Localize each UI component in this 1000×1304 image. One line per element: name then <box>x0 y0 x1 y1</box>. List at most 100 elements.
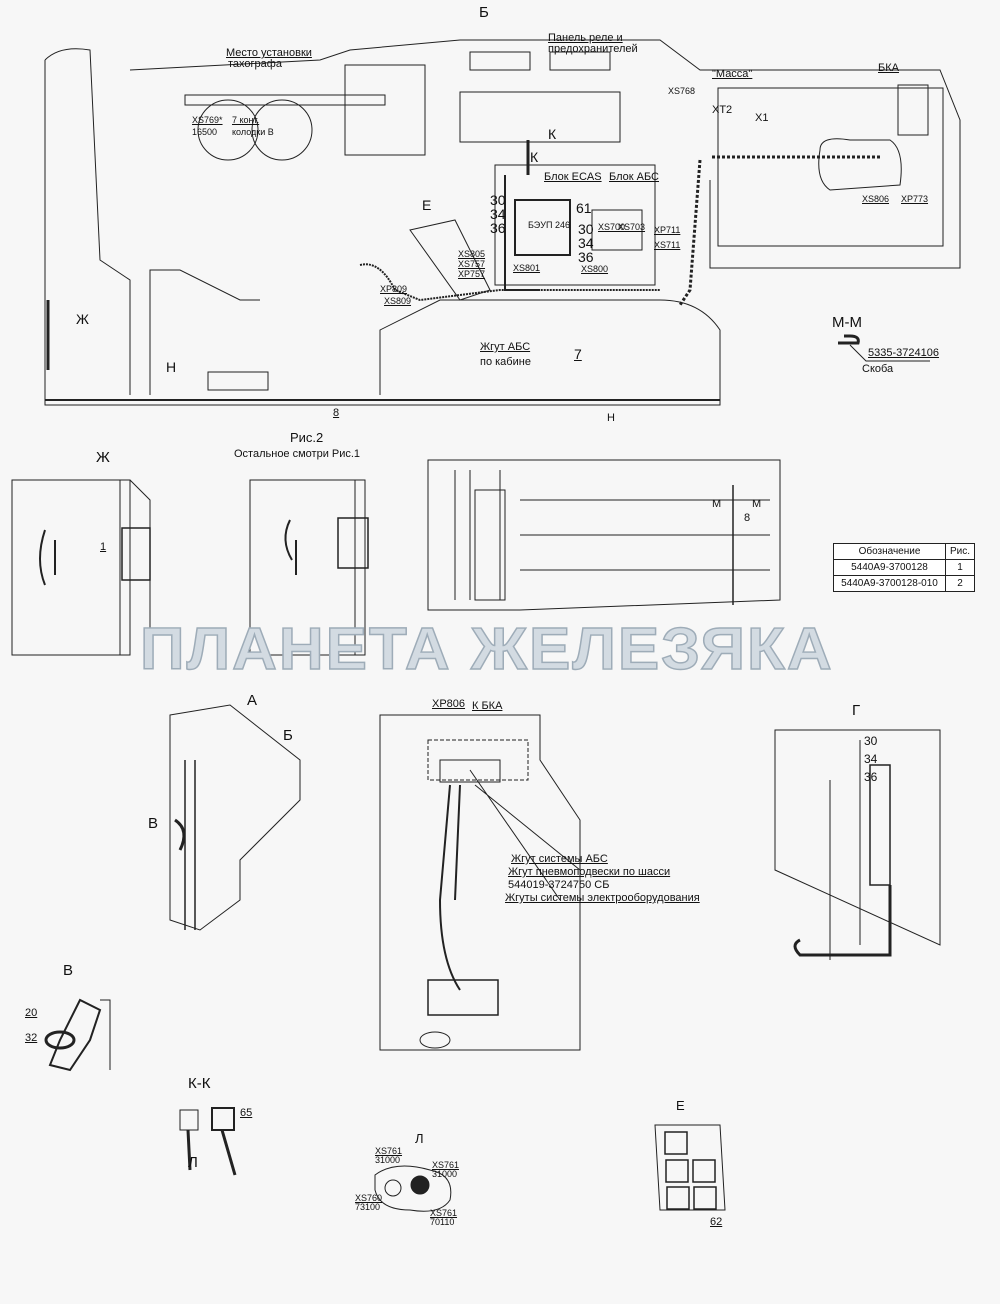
view-g-30: 30 <box>864 734 878 748</box>
right-num-34: 34 <box>578 235 594 251</box>
view-n-m2: М <box>752 498 762 510</box>
view-v-20: 20 <box>25 1007 38 1019</box>
xs769-code: 16500 <box>192 127 218 137</box>
xs700-label: XS700 <box>598 222 626 232</box>
chassis-label-abs: Жгут системы АБС <box>511 853 608 865</box>
l-conn-4-code: 70110 <box>430 1217 455 1227</box>
xp711-label: XP711 <box>654 225 681 235</box>
mm-part-number: 5335-3724106 <box>868 347 939 359</box>
fig2-title: Рис.2 <box>290 430 324 445</box>
view-n-drawing <box>427 459 781 611</box>
row-figure: 1 <box>945 559 975 576</box>
chassis-label-pneumatic: Жгут пневмоподвески по шасси <box>508 866 671 878</box>
xs806-label: XS806 <box>862 194 890 204</box>
xs805-label: XS805 <box>458 249 486 259</box>
right-num-36: 36 <box>578 249 594 265</box>
view-l-drawing <box>374 1165 452 1212</box>
relay-panel-label: Панель реле и <box>548 32 623 44</box>
view-kk-drawing <box>179 1107 237 1176</box>
tacho-place-label-2: тахографа <box>228 58 282 70</box>
view-v-drawing <box>44 998 111 1072</box>
view-g-34: 34 <box>864 752 878 766</box>
view-a-drawing <box>169 704 301 931</box>
view-zh-marker: Ж <box>76 311 89 327</box>
view-n-title: Н <box>607 412 615 424</box>
xs809-label: XS809 <box>384 296 412 306</box>
view-n-m1: М <box>712 498 722 510</box>
xs703-label: XS703 <box>618 222 646 232</box>
watermark: ПЛАНЕТА ЖЕЛЕЗЯКА <box>139 616 834 683</box>
view-l-title: Л <box>415 1131 424 1146</box>
xp806-label: XP806 <box>432 698 466 710</box>
x1-label: X1 <box>755 112 769 124</box>
view-e-drawing <box>654 1124 726 1211</box>
view-a-b-marker: Б <box>283 727 293 744</box>
xp757-label: XP757 <box>458 269 486 279</box>
abs-harness-label-2: по кабине <box>480 356 531 368</box>
l-conn-2: XS761 <box>432 1160 460 1170</box>
ecas-unit-label: БЭУП 246 <box>528 220 570 230</box>
view-kk-l-marker: Л <box>188 1154 198 1171</box>
view-n-marker: Н <box>166 359 177 375</box>
left-num-34: 34 <box>490 206 506 222</box>
bracket-symbol <box>838 334 860 345</box>
header-designation: Обозначение <box>833 543 946 560</box>
view-kk-65: 65 <box>240 1107 253 1119</box>
abs-harness-label: Жгут АБС <box>480 341 531 353</box>
view-e-62: 62 <box>710 1216 723 1228</box>
xs768-label: XS768 <box>668 86 696 96</box>
view-b-label: Б <box>479 4 489 21</box>
row-designation: 5440A9-3700128-010 <box>833 575 946 592</box>
chassis-label-part: 544019-3724750 СБ <box>508 879 610 891</box>
table-row: 5440A9-3700128-010 2 <box>833 575 975 592</box>
massa-label: "Масса" <box>712 68 753 80</box>
l-conn-1: XS761 <box>375 1146 403 1156</box>
xs801-label: XS801 <box>513 263 541 273</box>
view-g-drawing <box>774 729 941 960</box>
ecas-block-label: Блок ECAS <box>544 171 602 183</box>
xs800-label: XS800 <box>581 264 609 274</box>
xs757-label: XS757 <box>458 259 486 269</box>
chassis-drawing <box>379 714 581 1051</box>
l-conn-3: XS760 <box>355 1193 383 1203</box>
view-zh-drawing <box>11 479 151 656</box>
chassis-label-electrical: Жгуты системы электрооборудования <box>505 892 700 904</box>
num-61: 61 <box>576 200 592 216</box>
relay-panel-label-2: предохранителей <box>548 43 638 55</box>
view-zh-title: Ж <box>96 449 110 466</box>
num-8: 8 <box>333 407 340 419</box>
section-k-label: К <box>548 126 557 142</box>
spec-table: Обозначение Рис. 5440A9-3700128 1 5440A9… <box>833 543 975 592</box>
view-v-32: 32 <box>25 1032 38 1044</box>
view-a-v-marker: В <box>148 815 159 832</box>
view-n-8: 8 <box>744 512 751 524</box>
mm-part-name: Скоба <box>862 363 894 375</box>
pins7-label: 7 конт. <box>232 115 260 125</box>
left-num-36: 36 <box>490 220 506 236</box>
view-g-title: Г <box>852 702 861 719</box>
left-num-30: 30 <box>490 192 506 208</box>
abs-block-label: Блок АБС <box>609 171 659 183</box>
section-k-label-2: К <box>530 149 539 165</box>
mm-title: М-М <box>832 314 862 331</box>
l-conn-4: XS761 <box>430 1208 458 1218</box>
fig2-note: Остальное смотри Рис.1 <box>234 448 361 460</box>
view-e-title: Е <box>676 1098 685 1113</box>
l-conn-2-code: 31000 <box>432 1169 458 1179</box>
xp773-label: XP773 <box>901 194 929 204</box>
view-e-marker: Е <box>422 197 432 213</box>
table-header-row: Обозначение Рис. <box>833 543 975 560</box>
l-conn-3-code: 73100 <box>355 1202 381 1212</box>
view-g-36: 36 <box>864 770 878 784</box>
pins7-label-2: колодки В <box>232 127 274 137</box>
bka-label: БКА <box>878 62 899 74</box>
view-kk-title: К-К <box>188 1075 211 1092</box>
l-conn-1-code: 31000 <box>375 1155 401 1165</box>
table-row: 5440A9-3700128 1 <box>833 559 975 576</box>
xp809-label: XP809 <box>380 284 408 294</box>
header-figure: Рис. <box>945 543 975 560</box>
view-a-title: А <box>247 692 258 709</box>
num-7: 7 <box>574 346 582 362</box>
